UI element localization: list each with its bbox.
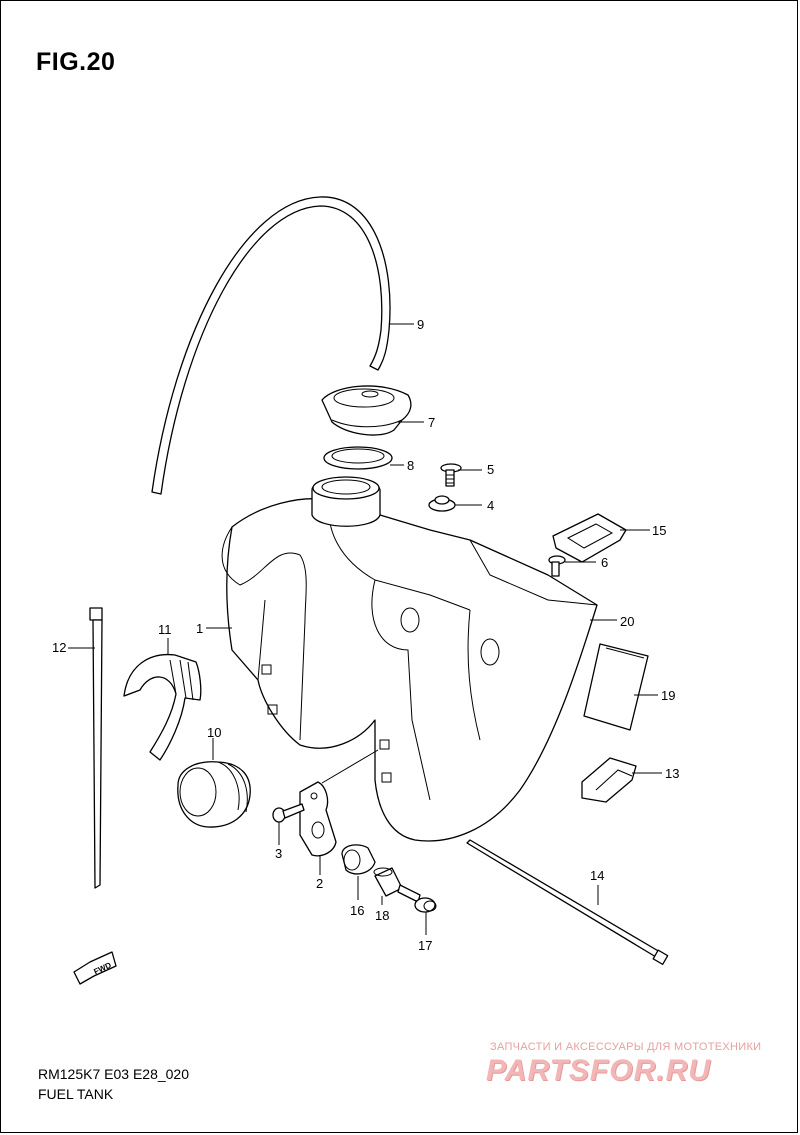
cushion-4[interactable] (428, 495, 456, 512)
cushion-16[interactable] (341, 844, 376, 875)
grommet-10[interactable] (177, 761, 251, 828)
assembly-name: FUEL TANK (38, 1086, 114, 1102)
figure-title: FIG.20 (36, 48, 116, 76)
callout-11: 11 (158, 622, 172, 637)
callout-14: 14 (590, 868, 604, 883)
callout-15: 15 (652, 523, 666, 538)
callout-12: 12 (52, 640, 66, 655)
fuel-tank[interactable] (221, 498, 598, 842)
cushion-11[interactable] (123, 653, 202, 761)
watermark-tagline: ЗАПЧАСТИ И АКСЕССУАРЫ ДЛЯ МОТОТЕХНИКИ (490, 1041, 762, 1053)
callout-13: 13 (665, 766, 679, 781)
callout-labels: 1 2 3 4 5 6 7 8 9 10 11 12 13 14 15 16 1… (52, 317, 679, 953)
clip-13[interactable] (581, 757, 637, 803)
leader-lines (68, 323, 662, 935)
breather-hose[interactable] (151, 196, 391, 495)
callout-3: 3 (275, 846, 282, 861)
pad-19[interactable] (583, 643, 649, 731)
bolt-17[interactable] (397, 884, 437, 913)
callout-17: 17 (418, 938, 432, 953)
tank-strap-clip[interactable] (552, 513, 627, 563)
callout-10: 10 (207, 725, 221, 740)
callout-18: 18 (375, 908, 389, 923)
fwd-arrow-icon: FWD (73, 951, 117, 985)
callout-5: 5 (487, 462, 494, 477)
tank-bracket[interactable] (299, 781, 337, 857)
callout-2: 2 (316, 876, 323, 891)
cable-tie-14[interactable] (466, 839, 669, 965)
cable-tie-12[interactable] (89, 607, 103, 889)
callout-1: 1 (196, 621, 203, 636)
filler-neck (311, 476, 381, 527)
cap-gasket[interactable] (323, 446, 393, 470)
watermark-logo: PARTSFOR.RU (486, 1054, 711, 1087)
callout-20: 20 (620, 614, 634, 629)
callout-8: 8 (407, 458, 414, 473)
model-code: RM125K7 E03 E28_020 (38, 1066, 189, 1082)
fuel-cap[interactable] (321, 385, 412, 436)
callout-6: 6 (601, 555, 608, 570)
screw-6[interactable] (548, 555, 566, 577)
callout-9: 9 (417, 317, 424, 332)
callout-7: 7 (428, 415, 435, 430)
callout-4: 4 (487, 498, 494, 513)
callout-19: 19 (661, 688, 675, 703)
screw-5[interactable] (440, 463, 462, 487)
callout-16: 16 (350, 903, 364, 918)
